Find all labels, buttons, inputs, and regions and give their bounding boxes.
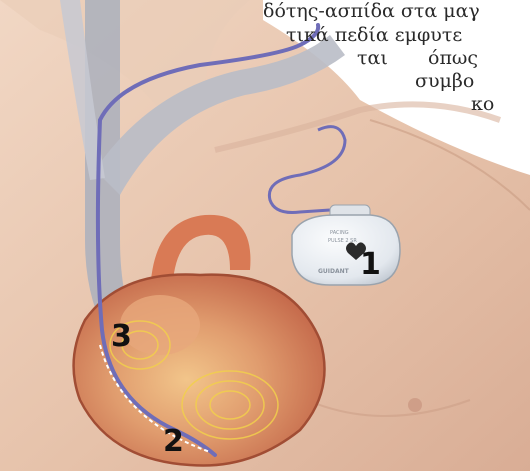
device-engraving-2: PULSE 2 SR — [328, 238, 357, 244]
text-line-4: συμβο — [415, 70, 474, 92]
device-brand: GUIDANT — [318, 268, 350, 275]
device-engraving-1: PACING — [330, 230, 349, 236]
atrium — [120, 295, 200, 355]
nipple — [408, 398, 422, 412]
callout-atrium-lead: 3 — [111, 322, 132, 352]
callout-ventricle-lead: 2 — [163, 427, 184, 457]
text-line-2: τικά πεδία εμφυτε — [286, 24, 462, 46]
text-line-3a: ται — [357, 47, 388, 69]
text-line-5: κο — [471, 93, 494, 115]
callout-pacemaker: 1 — [360, 250, 381, 280]
text-line-3b: όπως — [428, 47, 478, 69]
text-line-1: δότης-ασπίδα στα μαγ — [263, 0, 480, 22]
